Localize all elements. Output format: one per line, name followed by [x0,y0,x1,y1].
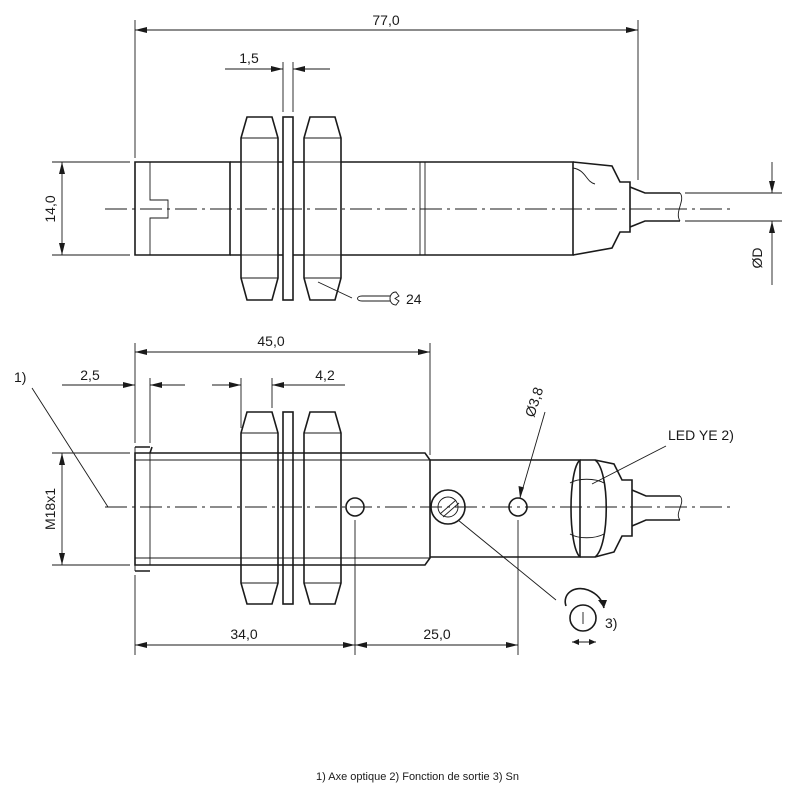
note-1-label: 1) [14,369,26,385]
note-3-label: 3) [605,615,617,631]
dim-nut-width: 4,2 [212,367,345,428]
pos-optical-label: 34,0 [230,626,257,642]
dim-cable-diameter: ØD [685,162,782,285]
bottom-view [105,411,735,605]
dim-thread-size: M18x1 [42,452,130,566]
dim-thread-length: 45,0 [134,333,431,455]
wrench-size-label: 24 [406,291,422,307]
hole-diameter-label: Ø3,8 [522,385,547,419]
cable-diameter-label: ØD [749,248,765,269]
pos-hole-label: 25,0 [423,626,450,642]
footnote: 1) Axe optique 2) Fonction de sortie 3) … [316,771,519,783]
thread-size-label: M18x1 [42,488,58,530]
thread-length-label: 45,0 [257,333,284,349]
led-callout: LED YE 2) [591,427,734,485]
wrench-callout: 24 [317,281,422,307]
dim-thread-start: 2,5 [62,367,185,443]
dim-total-length: 77,0 [134,12,639,180]
dim-positions: 34,0 25,0 [134,520,519,655]
diameter-top-label: 14,0 [42,195,58,222]
wrench-icon [357,291,400,306]
potentiometer-callout: 3) [457,519,617,645]
top-view [105,116,735,301]
potentiometer-icon [564,587,607,645]
gap-width-label: 1,5 [239,50,259,66]
led-label: LED YE 2) [668,427,734,443]
total-length-label: 77,0 [372,12,399,28]
nut-width-label: 4,2 [315,367,335,383]
thread-start-label: 2,5 [80,367,100,383]
optical-axis-callout: 1) [14,369,109,508]
dim-diameter-top: 14,0 [42,161,130,256]
dim-gap-width: 1,5 [225,50,330,112]
dim-hole-diameter: Ø3,8 [518,385,547,499]
